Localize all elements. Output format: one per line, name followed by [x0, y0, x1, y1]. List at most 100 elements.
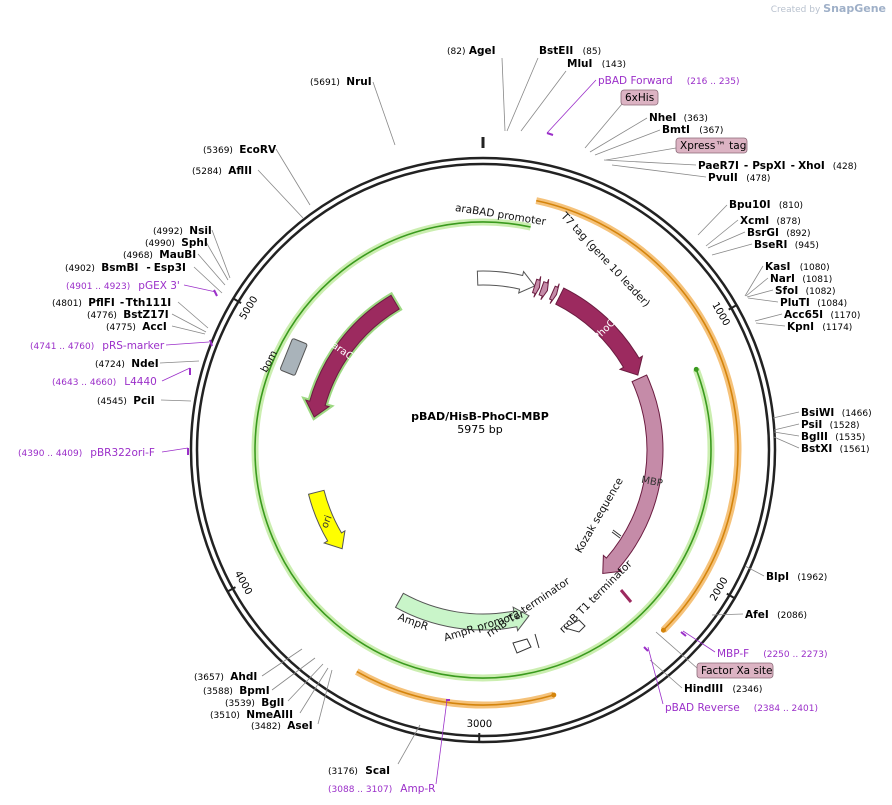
- site-bsteii[interactable]: BstEII (85): [539, 45, 601, 57]
- leader-pcii: [160, 399, 192, 402]
- svg-text:Factor Xa site: Factor Xa site: [701, 665, 772, 677]
- site-nrui[interactable]: (5691) NruI: [310, 76, 372, 88]
- primer-site-mark-2: [643, 646, 649, 652]
- leader-psii: [773, 423, 800, 431]
- feature-xpress[interactable]: [548, 283, 560, 304]
- site-scai[interactable]: (3176) ScaI: [328, 765, 390, 777]
- site-ecorv[interactable]: (5369) EcoRV: [203, 144, 277, 156]
- snapgene-logo: SnapGene: [823, 2, 886, 15]
- snapgene-credit: Created by SnapGene: [771, 2, 886, 15]
- feature-bom[interactable]: [280, 338, 308, 376]
- primer-labels: pBAD Forward(216 .. 235) MBP-F(2250 .. 2…: [18, 75, 827, 795]
- tick-mark-1000: [728, 303, 738, 311]
- feature-t7[interactable]: [538, 279, 550, 301]
- site-bsrgi[interactable]: BsrGI (892): [747, 227, 811, 239]
- site-xcmi[interactable]: XcmI (878): [740, 215, 801, 227]
- boxed-factor-xa-site[interactable]: Factor Xa site: [696, 662, 774, 679]
- leader-sfoi: [746, 289, 774, 298]
- leader-ndei: [159, 360, 200, 364]
- tick-mark-5000: [232, 297, 242, 305]
- site-bsmbi[interactable]: (4902) BsmBI-Esp3I: [65, 262, 186, 274]
- site-pcii[interactable]: (4545) PciI: [97, 395, 155, 407]
- primer-pbad-forward[interactable]: pBAD Forward(216 .. 235): [598, 75, 740, 87]
- primer-pbr322ori-f[interactable]: (4390 .. 4409)pBR322ori-F: [18, 447, 155, 459]
- site-bmti[interactable]: BmtI (367): [662, 124, 723, 136]
- site-pluti[interactable]: PluTI (1084): [780, 297, 847, 309]
- site-pflfi[interactable]: (4801) PflFI-Tth111I: [52, 297, 171, 309]
- site-ndei[interactable]: (4724) NdeI: [95, 358, 159, 370]
- site-bstz17i[interactable]: (4776) BstZ17I: [87, 309, 169, 321]
- leader-scai: [397, 724, 421, 765]
- svg-text:6xHis: 6xHis: [625, 92, 654, 104]
- site-bglii[interactable]: BglII (1535): [801, 431, 865, 443]
- leader-factor-xa: [655, 631, 698, 669]
- leader-maubi: [197, 253, 226, 286]
- boxed-feature-labels: 6xHis Xpress™ tag Factor Xa site: [620, 89, 774, 679]
- tick-mark-4000: [226, 586, 236, 593]
- site-blpi[interactable]: BlpI (1962): [766, 571, 827, 583]
- leader-acc65i: [754, 313, 783, 322]
- site-acc65i[interactable]: Acc65I (1170): [784, 309, 860, 321]
- site-sphi[interactable]: (4990) SphI: [145, 237, 208, 249]
- backbone: [189, 137, 777, 744]
- outer-arc-2-end: [693, 366, 699, 372]
- site-agei[interactable]: (82) AgeI: [447, 45, 496, 57]
- site-acci[interactable]: (4775) AccI: [106, 321, 167, 333]
- site-bsiwi[interactable]: BsiWI (1466): [801, 407, 872, 419]
- site-nsii[interactable]: (4992) NsiI: [153, 225, 212, 237]
- site-bpu10i[interactable]: Bpu10I (810): [729, 199, 803, 211]
- feature-arabad[interactable]: [476, 270, 536, 294]
- site-bstxi[interactable]: BstXI (1561): [801, 443, 870, 455]
- leader-6xhis: [584, 103, 623, 149]
- feature-label-mbp: MBP: [640, 475, 663, 490]
- primer-pgex-3[interactable]: (4901 .. 4923)pGEX 3': [66, 280, 180, 292]
- leader-ahdi: [261, 648, 303, 677]
- leader-afei: [711, 613, 744, 616]
- leader-pflfi: [177, 301, 209, 329]
- leader-pbad-reverse: [647, 646, 664, 705]
- site-nari[interactable]: NarI (1081): [770, 273, 832, 285]
- site-kpni[interactable]: KpnI (1174): [787, 321, 852, 333]
- leader-nhei: [589, 117, 648, 153]
- feature-ori[interactable]: [307, 489, 346, 550]
- site-sfoi[interactable]: SfoI (1082): [775, 285, 836, 297]
- tick-mark-2000: [726, 592, 736, 600]
- leader-bstxi: [773, 436, 800, 449]
- feature-ampr[interactable]: [394, 592, 530, 632]
- feature-phocl[interactable]: [555, 287, 644, 376]
- site-afei[interactable]: AfeI (2086): [745, 609, 807, 621]
- primer-amp-r[interactable]: (3088 .. 3107)Amp-R: [328, 783, 435, 795]
- site-hindiii[interactable]: HindIII (2346): [684, 683, 762, 695]
- site-aflii[interactable]: (5284) AflII: [192, 165, 252, 177]
- primer-site-mark-6: [209, 339, 213, 347]
- site-nmeaiii[interactable]: (3510) NmeAIII: [210, 709, 293, 721]
- leader-ecorv: [275, 148, 311, 206]
- site-pvuii[interactable]: PvuII (478): [708, 172, 770, 184]
- boxed-6xhis[interactable]: 6xHis: [620, 89, 659, 106]
- site-ahdi[interactable]: (3657) AhdI: [194, 671, 257, 683]
- leader-sphi: [205, 241, 229, 281]
- leader-bsrei: [711, 243, 753, 256]
- feature-mbp[interactable]: [602, 374, 664, 575]
- primer-pbad-reverse[interactable]: pBAD Reverse(2384 .. 2401): [665, 702, 818, 714]
- leader-asei: [317, 669, 333, 725]
- site-bsrei[interactable]: BseRI (945): [754, 239, 819, 251]
- feature-his[interactable]: [531, 276, 542, 298]
- site-maubi[interactable]: (4968) MauBI: [123, 249, 196, 261]
- site-bpmi[interactable]: (3588) BpmI: [203, 685, 270, 697]
- primer-mbp-f[interactable]: MBP-F(2250 .. 2273): [717, 648, 827, 660]
- site-nhei[interactable]: NheI (363): [649, 112, 708, 124]
- site-psii[interactable]: PsiI (1528): [801, 419, 860, 431]
- leader-pvuii: [611, 164, 707, 178]
- site-asei[interactable]: (3482) AseI: [251, 720, 313, 732]
- site-bgli[interactable]: (3539) BglI: [225, 697, 284, 709]
- primer-prs-marker[interactable]: (4741 .. 4760)pRS-marker: [30, 340, 165, 352]
- outer-arcs: [251, 197, 742, 709]
- site-mlui[interactable]: MluI (143): [567, 58, 626, 70]
- leader-bstz17i: [171, 313, 207, 333]
- boxed-xpress-tag[interactable]: Xpress™ tag: [675, 137, 748, 154]
- site-kasi[interactable]: KasI (1080): [765, 261, 830, 273]
- primer-l4440[interactable]: (4643 .. 4660)L4440: [52, 376, 157, 388]
- site-paer7i[interactable]: PaeR7I-PspXI-XhoI(428): [698, 160, 857, 172]
- feature-araC[interactable]: [304, 294, 400, 418]
